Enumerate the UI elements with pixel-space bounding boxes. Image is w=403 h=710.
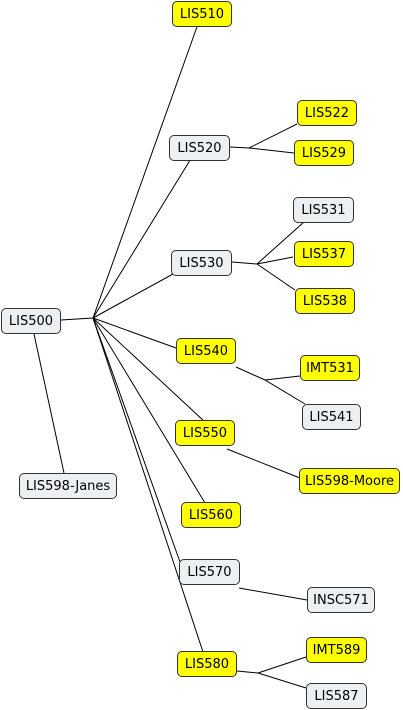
edge-lis500-lis520 bbox=[92, 156, 193, 319]
node-lis598-moore[interactable]: LIS598-Moore bbox=[299, 468, 400, 494]
root-branches bbox=[33, 23, 206, 653]
node-lis570[interactable]: LIS570 bbox=[179, 559, 240, 585]
node-lis550[interactable]: LIS550 bbox=[175, 420, 235, 446]
edge-lis500-lis550 bbox=[92, 317, 206, 423]
edge-lis540-lis541 bbox=[264, 379, 306, 405]
edge-lis580-lis587 bbox=[257, 672, 307, 689]
edge-lis520-hub bbox=[229, 146, 250, 149]
edge-lis500-lis598-janes bbox=[33, 333, 65, 474]
edge-lis530-hub bbox=[231, 261, 258, 265]
node-lis560[interactable]: LIS560 bbox=[181, 502, 241, 528]
edge-lis500-lis570 bbox=[92, 317, 181, 563]
node-lis531[interactable]: LIS531 bbox=[293, 197, 354, 223]
node-lis538[interactable]: LIS538 bbox=[295, 288, 355, 314]
node-insc571[interactable]: INSC571 bbox=[307, 587, 375, 613]
edge-lis500-lis530 bbox=[92, 273, 174, 319]
node-lis520[interactable]: LIS520 bbox=[169, 135, 230, 161]
edge-lis540-imt531 bbox=[264, 375, 301, 381]
edge-lis580-hub bbox=[236, 670, 259, 674]
edge-lis530-lis537 bbox=[256, 256, 294, 265]
node-lis541[interactable]: LIS541 bbox=[302, 404, 361, 430]
node-lis522[interactable]: LIS522 bbox=[297, 100, 357, 126]
edge-lis580-imt589 bbox=[257, 656, 307, 674]
node-lis529[interactable]: LIS529 bbox=[294, 140, 354, 166]
node-lis598-janes[interactable]: LIS598-Janes bbox=[19, 473, 117, 499]
edge-lis500-lis540 bbox=[92, 317, 177, 349]
edge-lis500-lis560 bbox=[92, 317, 206, 504]
node-imt531[interactable]: IMT531 bbox=[300, 355, 360, 381]
edge-lis540-hub bbox=[235, 366, 266, 381]
edge-lis570-insc571 bbox=[238, 587, 308, 601]
node-lis537[interactable]: LIS537 bbox=[294, 241, 354, 267]
node-lis580[interactable]: LIS580 bbox=[177, 651, 237, 677]
edge-lis550-lis598-moore bbox=[226, 448, 301, 479]
node-imt589[interactable]: IMT589 bbox=[306, 637, 367, 663]
node-lis530[interactable]: LIS530 bbox=[171, 250, 232, 276]
edge-lis520-lis522 bbox=[248, 123, 298, 149]
node-lis500[interactable]: LIS500 bbox=[1, 308, 61, 334]
edge-lis530-lis531 bbox=[256, 221, 305, 265]
edge-lis530-lis538 bbox=[256, 263, 296, 291]
sub-branches bbox=[226, 123, 308, 689]
edge-lis500-lis580 bbox=[92, 317, 204, 653]
node-lis540[interactable]: LIS540 bbox=[176, 338, 236, 364]
edge-lis520-lis529 bbox=[248, 147, 295, 154]
node-lis587[interactable]: LIS587 bbox=[306, 683, 367, 709]
node-lis510[interactable]: LIS510 bbox=[172, 1, 232, 27]
